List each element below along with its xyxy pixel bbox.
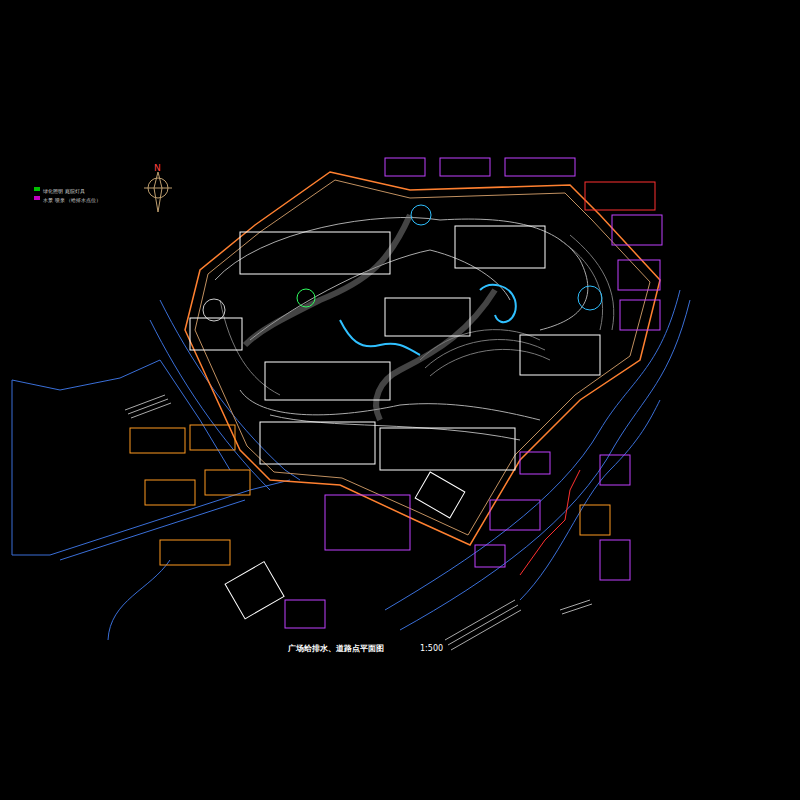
legend-text: 水景 喷泉 （给排水点位） (43, 197, 101, 203)
legend-swatch (34, 196, 40, 200)
plan-title: 广场给排水、道路点平面图 (288, 644, 384, 653)
legend-row: 绿化照明 庭院灯具 (34, 178, 85, 197)
text-slot: N (154, 156, 161, 175)
legend-swatch (34, 187, 40, 191)
text-slot: 1:500 (420, 636, 443, 655)
north-label: N (154, 163, 161, 173)
text-slot: 绿化照明 庭院灯具 (34, 178, 85, 197)
legend-text: 绿化照明 庭院灯具 (43, 188, 85, 194)
text-slot: 广场给排水、道路点平面图 (288, 636, 384, 655)
scale-label: 1:500 (420, 644, 443, 653)
